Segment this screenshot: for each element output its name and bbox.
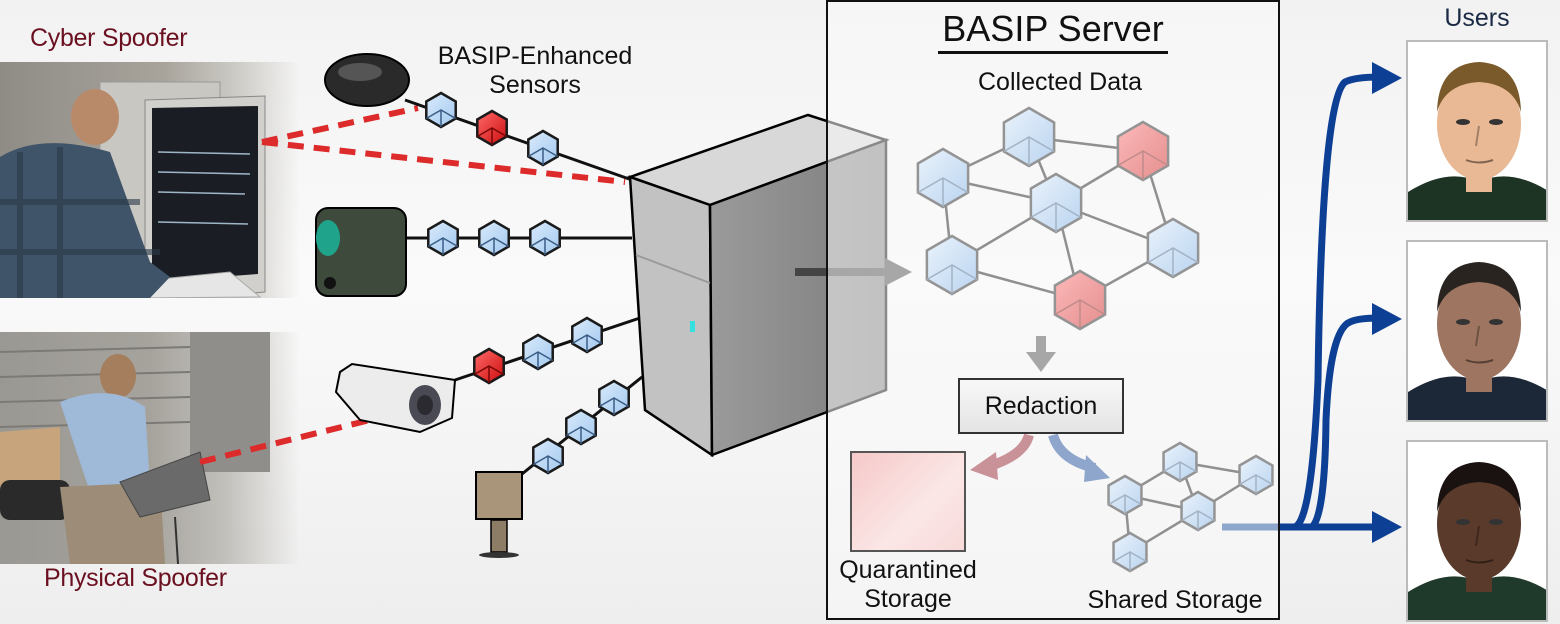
tripod-leg — [174, 516, 179, 564]
face-illustration — [1408, 262, 1546, 420]
thermal-camera-sensor — [334, 362, 457, 434]
physical-spoofer-label: Physical Spoofer — [44, 564, 227, 592]
plaid-shirt — [0, 143, 170, 298]
radar-sensor-packet-3 — [598, 379, 630, 417]
arrow-to-user-1 — [1292, 73, 1381, 531]
black-bag — [0, 480, 70, 520]
rangefinder-sensor-packet-3 — [529, 219, 561, 257]
shared-storage-label: Shared Storage — [1087, 586, 1263, 614]
attack-line-server — [261, 139, 626, 185]
quarantined-label-line1: Quarantined — [839, 556, 977, 584]
cyber-spoofer-illustration — [0, 81, 266, 298]
sensors-label-line1: BASIP-Enhanced — [437, 42, 633, 70]
laptop — [119, 451, 211, 518]
distribution-arrowheads — [1372, 62, 1402, 543]
thermal-camera-sensor-packet-3 — [571, 316, 603, 354]
attack-lines — [199, 105, 626, 465]
spoofer-head — [100, 354, 136, 398]
redaction-step: Redaction — [958, 378, 1124, 434]
sensor-packets — [425, 91, 630, 475]
screen-text — [157, 151, 251, 225]
physical-spoofer-illustration — [0, 332, 270, 564]
cyber-spoofer-scene — [0, 62, 300, 298]
thermal-camera-sensor-packet-1 — [473, 347, 505, 385]
users-label: Users — [1444, 4, 1510, 32]
attack-line-camera — [199, 417, 371, 465]
server-title-text: BASIP Server — [938, 8, 1168, 54]
thermal-camera-sensor-packet-2 — [522, 333, 554, 371]
spoofer-head — [71, 89, 119, 145]
quarantine-storage-box — [850, 451, 966, 552]
radar-sensor-packet-1 — [532, 437, 564, 475]
attack-line-puck — [261, 105, 419, 145]
rangefinder-sensor — [315, 207, 407, 297]
server-led — [690, 321, 695, 332]
wearable-puck-sensor-packet-3 — [527, 129, 559, 167]
sensors-label-line2: Sensors — [489, 71, 581, 99]
user-2-avatar — [1406, 240, 1548, 422]
blue-shirt — [60, 393, 150, 492]
wearable-puck-sensor-packet-1 — [425, 91, 457, 129]
wearable-puck-sensor — [324, 53, 410, 107]
sensors-label: BASIP-Enhanced Sensors — [410, 42, 660, 100]
face-illustration — [1408, 62, 1546, 220]
user-1-avatar — [1406, 40, 1548, 222]
physical-spoofer-scene — [0, 332, 300, 564]
monitor-screen — [152, 106, 258, 282]
arrow-to-user-2 — [1309, 314, 1381, 530]
rangefinder-sensor-packet-1 — [427, 219, 459, 257]
wearable-puck-sensor-packet-2 — [476, 109, 508, 147]
server-front — [628, 175, 714, 458]
quarantined-label-line2: Storage — [864, 585, 952, 613]
radar-sensor — [475, 471, 523, 558]
user-3-avatar — [1406, 440, 1548, 622]
face-illustration — [1408, 462, 1546, 620]
cyber-spoofer-label: Cyber Spoofer — [30, 24, 188, 52]
quarantined-storage-label: Quarantined Storage — [828, 556, 988, 614]
rangefinder-sensor-packet-2 — [478, 219, 510, 257]
server-title: BASIP Server — [826, 8, 1280, 54]
collected-data-label: Collected Data — [978, 68, 1142, 96]
radar-sensor-packet-2 — [565, 408, 597, 446]
